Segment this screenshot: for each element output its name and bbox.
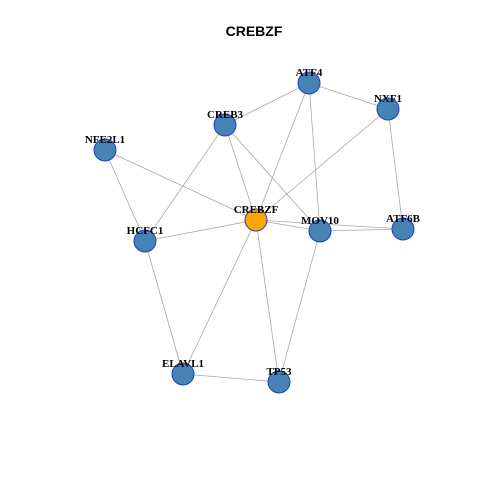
node-circle-elavl1 [171,362,195,386]
node-label-hcfc1: HCFC1 [127,225,164,237]
edge-atf4-mov10 [308,82,321,232]
node-circle-atf4 [297,71,321,95]
edge-nxf1-atf6b [387,108,404,230]
edges-group [104,82,404,383]
node-label-tp53: TP53 [266,366,292,378]
edge-nxf1-crebzf [255,108,389,221]
edge-creb3-mov10 [224,124,321,232]
edge-atf4-nxf1 [308,82,389,110]
edge-crebzf-tp53 [255,219,280,383]
node-circle-tp53 [267,370,291,394]
edge-crebzf-elavl1 [182,219,257,375]
edge-mov10-tp53 [278,230,321,383]
edge-creb3-crebzf [224,124,257,221]
edge-creb3-hcfc1 [144,124,226,242]
node-label-elavl1: ELAVL1 [162,358,204,370]
node-nfe2l1: NFE2L1 [85,134,125,162]
node-circle-mov10 [308,219,332,243]
node-creb3: CREB3 [207,109,244,137]
node-atf4: ATF4 [296,67,323,95]
edge-nfe2l1-crebzf [104,149,257,221]
edge-crebzf-hcfc1 [144,219,257,242]
node-label-mov10: MOV10 [301,215,339,227]
node-nxf1: NXF1 [374,93,402,121]
node-elavl1: ELAVL1 [162,358,204,386]
node-label-atf6b: ATF6B [386,213,421,225]
node-circle-hcfc1 [133,229,157,253]
node-atf6b: ATF6B [386,213,421,241]
edge-atf4-crebzf [255,82,310,221]
node-label-crebzf: CREBZF [234,204,279,216]
edge-nfe2l1-hcfc1 [104,149,146,242]
node-circle-creb3 [213,113,237,137]
node-crebzf: CREBZF [234,204,279,232]
chart-title: CREBZF [226,23,283,39]
edge-hcfc1-elavl1 [144,240,184,375]
node-circle-atf6b [391,217,415,241]
node-label-nfe2l1: NFE2L1 [85,134,125,146]
edge-crebzf-atf6b [255,219,404,230]
node-tp53: TP53 [266,366,292,394]
edge-atf4-creb3 [224,82,310,126]
node-hcfc1: HCFC1 [127,225,164,253]
node-mov10: MOV10 [301,215,339,243]
node-label-nxf1: NXF1 [374,93,402,105]
node-label-creb3: CREB3 [207,109,244,121]
node-label-atf4: ATF4 [296,67,323,79]
node-circle-crebzf [244,208,268,232]
edge-mov10-atf6b [319,228,404,232]
edge-elavl1-tp53 [182,373,280,383]
node-circle-nxf1 [376,97,400,121]
node-circle-nfe2l1 [93,138,117,162]
